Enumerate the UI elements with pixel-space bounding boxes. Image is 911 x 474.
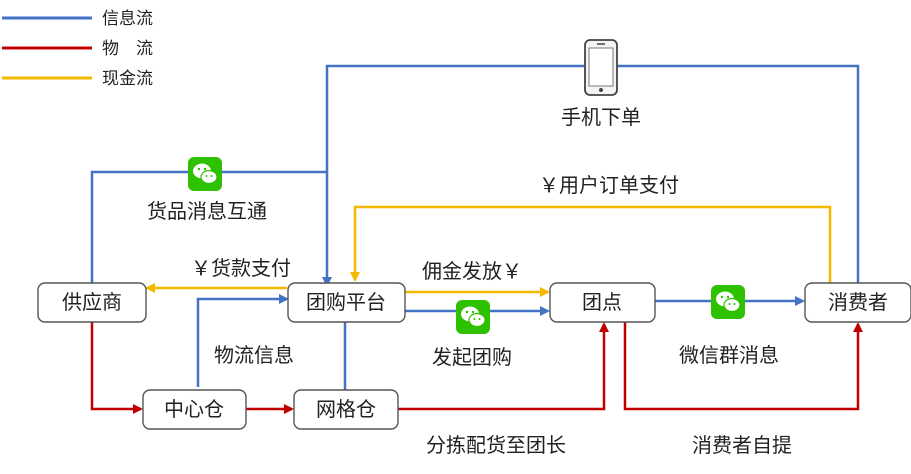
legend-label-cash: 现金流 <box>102 69 153 89</box>
legend: 信息流 物 流 现金流 <box>2 9 153 89</box>
label-goods-payment: ￥货款支付 <box>191 256 291 280</box>
cash-flow-lines <box>145 205 832 297</box>
node-supplier: 供应商 <box>37 282 147 323</box>
node-grid-warehouse-label: 网格仓 <box>316 397 376 421</box>
wechat-icon-communication <box>188 157 222 191</box>
edge-user-payment <box>350 205 832 283</box>
label-self-pickup: 消费者自提 <box>692 433 792 457</box>
edge-phone-to-platform <box>322 64 585 287</box>
label-logistics-info: 物流信息 <box>214 343 294 367</box>
node-consumer-label: 消费者 <box>828 290 888 314</box>
legend-label-info: 信息流 <box>102 9 153 29</box>
node-central-warehouse: 中心仓 <box>142 389 247 430</box>
label-wechat-group-msg: 微信群消息 <box>679 343 779 367</box>
edge-central-to-platform <box>196 294 289 387</box>
node-central-warehouse-label: 中心仓 <box>164 397 224 421</box>
node-supplier-label: 供应商 <box>62 290 122 314</box>
node-group-point: 团点 <box>549 282 656 323</box>
label-goods-communication: 货品消息互通 <box>147 199 267 223</box>
node-platform-label: 团购平台 <box>306 290 386 314</box>
label-sort-ship: 分拣配货至团长 <box>426 433 566 457</box>
edge-supplier-communication <box>90 170 327 283</box>
label-commission: 佣金发放￥ <box>422 259 522 283</box>
label-phone-order: 手机下单 <box>561 105 641 129</box>
node-group-point-label: 团点 <box>582 290 622 314</box>
label-start-group-buy: 发起团购 <box>432 345 512 369</box>
node-consumer: 消费者 <box>804 282 911 323</box>
logistics-lines <box>90 322 863 414</box>
node-grid-warehouse: 网格仓 <box>293 389 399 430</box>
edge-supplier-to-central <box>90 322 143 414</box>
wechat-icon-group-buy <box>456 300 490 334</box>
phone-icon <box>584 39 618 96</box>
edge-self-pickup <box>623 322 863 411</box>
label-user-payment: ￥用户订单支付 <box>539 173 679 197</box>
edge-grid-to-group-point <box>398 322 609 411</box>
wechat-icon-group-msg <box>711 285 745 319</box>
legend-label-logistics: 物 流 <box>102 39 153 59</box>
node-platform: 团购平台 <box>287 282 406 323</box>
edge-consumer-to-phone <box>618 64 860 283</box>
